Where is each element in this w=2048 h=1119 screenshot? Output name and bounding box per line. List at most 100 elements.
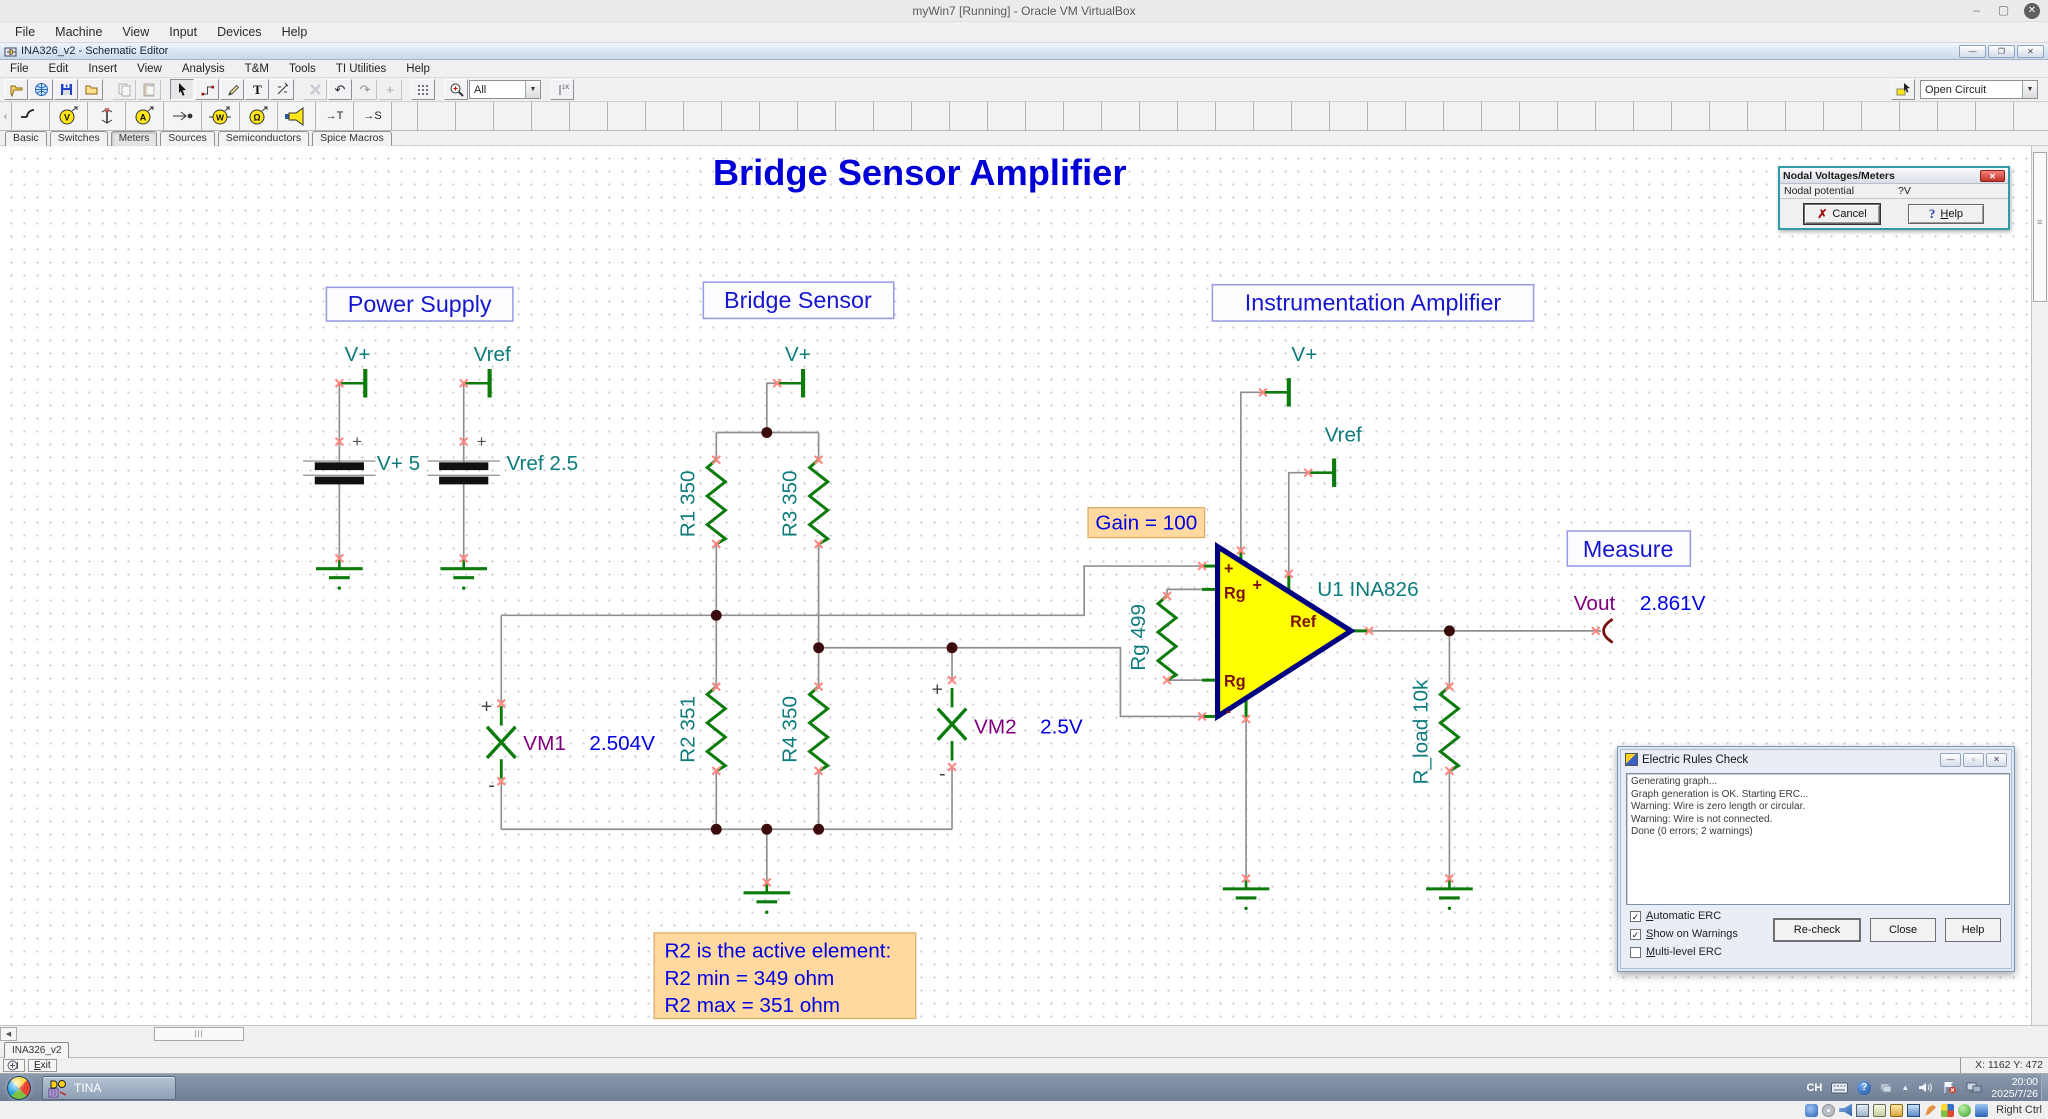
vbox-minimize-button[interactable]: – [1973,2,1980,17]
label-vm2[interactable]: VM2 [974,715,1017,738]
scroll-left-arrow-icon[interactable]: ◀ [0,1027,17,1041]
label-rg[interactable]: Rg 499 [1127,604,1150,671]
wattmeter-component-button[interactable]: W [202,102,240,130]
recheck-button[interactable]: Re-check [1773,918,1861,942]
vbox-menu-input[interactable]: Input [169,25,198,39]
label-amp-vplus[interactable]: V+ [1291,343,1317,366]
ground-symbol[interactable] [314,556,365,592]
resistor-r2[interactable] [704,685,729,773]
keyboard-icon[interactable] [1831,1082,1849,1094]
taskbar-clock[interactable]: 20:00 2025/7/26 [1991,1076,2040,1100]
ground-symbol[interactable] [741,880,792,916]
copy-button[interactable] [112,79,136,100]
tray-window-icon[interactable] [1880,1083,1892,1093]
save-button[interactable] [54,79,78,100]
dropdown-arrow-icon[interactable]: ▼ [2022,81,2037,98]
amp-vref-jumper[interactable] [1308,458,1334,487]
gain-note[interactable]: Gain = 100 [1087,507,1206,539]
tab-sources[interactable]: Sources [160,131,215,146]
ammeter-component-button[interactable]: A [126,102,164,130]
ground-symbol[interactable] [1424,876,1475,912]
value-vout[interactable]: 2.861V [1640,592,1706,615]
ohmmeter-component-button[interactable]: Ω [240,102,278,130]
voltage-source-vref[interactable]: + [427,432,500,485]
zoom-button[interactable] [444,79,468,100]
vbox-menu-machine[interactable]: Machine [55,25,103,39]
erc-log[interactable]: Generating graph... Graph generation is … [1626,773,2010,905]
label-vm1[interactable]: VM1 [523,732,566,755]
label-r3[interactable]: R3 350 [779,470,802,537]
select-tool-button[interactable] [170,79,194,100]
vout-terminal[interactable] [1602,618,1614,644]
network-icon[interactable] [1966,1081,1982,1094]
section-label-instrumentation-amplifier[interactable]: Instrumentation Amplifier [1211,283,1535,322]
section-label-bridge-sensor[interactable]: Bridge Sensor [702,281,895,320]
ground-symbol[interactable] [1221,876,1271,912]
vref-jumper[interactable] [464,369,490,398]
undo-button[interactable]: ↶ [328,79,352,100]
horizontal-scrollbar[interactable]: ◀ ||| [0,1025,2048,1041]
delete-button[interactable] [303,79,327,100]
tm-voltage-arrow-button[interactable]: →T [316,102,354,130]
help-button[interactable]: ? Help [1908,204,1984,224]
action-center-flag-icon[interactable] [1942,1081,1957,1094]
interactive-mode-button[interactable] [1891,79,1915,100]
schematic-title[interactable]: Bridge Sensor Amplifier [713,152,1127,193]
tab-basic[interactable]: Basic [5,131,47,146]
oscilloscope-component-button[interactable] [278,102,316,130]
tab-meters[interactable]: Meters [110,131,158,146]
vbox-menu-file[interactable]: File [15,25,36,39]
tina-restore-button[interactable]: ❐ [1988,44,2015,58]
vertical-scrollbar[interactable] [2031,146,2048,1025]
open-file-button[interactable] [4,79,28,100]
section-label-measure[interactable]: Measure [1566,530,1692,567]
checkbox-automatic-erc[interactable]: ✓ Automatic ERC [1630,910,1722,922]
voltage-pin-component-button[interactable] [88,102,126,130]
tina-close-button[interactable]: ✕ [2017,44,2044,58]
open-macro-button[interactable] [79,79,103,100]
erc-dialog[interactable]: Electric Rules Check — ▫ ✕ Generating gr… [1617,746,2015,972]
opamp-u1-ina826[interactable]: + Rg + Ref Rg - [1202,541,1371,722]
menu-file[interactable]: File [10,62,29,75]
menu-help[interactable]: Help [406,62,430,75]
tab-switches[interactable]: Switches [49,131,108,146]
checkbox-show-on-warnings[interactable]: ✓ Show on Warnings [1630,928,1738,940]
schematic-canvas[interactable]: Bridge Sensor Amplifier Power Supply Bri… [0,146,2048,1025]
vbox-maximize-button[interactable]: ▢ [1997,2,2010,17]
label-u1[interactable]: U1 INA826 [1317,578,1418,601]
resistor-r1[interactable] [704,458,729,546]
value-vm2[interactable]: 2.5V [1040,715,1083,738]
menu-view[interactable]: View [137,62,162,75]
label-r1[interactable]: R1 350 [676,470,699,537]
current-arrow-component-button[interactable] [164,102,202,130]
menu-edit[interactable]: Edit [48,62,69,75]
wire-tool-button[interactable] [195,79,219,100]
nodal-voltages-dialog[interactable]: Nodal Voltages/Meters ✕ Nodal potential … [1778,166,2010,230]
resistor-r4[interactable] [807,685,831,773]
vbox-close-button[interactable]: ✕ [2024,3,2040,19]
label-battery-vref[interactable]: Vref 2.5 [506,452,578,475]
checkbox-multi-level-erc[interactable]: Multi-level ERC [1630,946,1722,958]
grid-toggle-button[interactable] [411,79,435,100]
erc-dialog-titlebar[interactable]: Electric Rules Check — ▫ ✕ [1621,750,2011,769]
amp-vplus-jumper[interactable] [1263,378,1289,407]
zoom-level-select[interactable]: All ▼ [469,80,541,99]
pen-tool-button[interactable] [220,79,244,100]
minimize-icon[interactable]: — [1940,752,1961,767]
resistor-r3[interactable] [807,458,831,546]
scroll-left-icon[interactable]: ‹ [0,102,12,130]
ground-symbol[interactable] [438,556,489,592]
label-ps-vref[interactable]: Vref [474,343,511,366]
menu-ti-utilities[interactable]: TI Utilities [335,62,387,75]
show-desktop-button[interactable] [2041,1074,2048,1101]
redo-button[interactable]: ↷ [353,79,377,100]
label-r2[interactable]: R2 351 [676,696,699,763]
menu-analysis[interactable]: Analysis [181,62,225,75]
taskbar-app-tina[interactable]: TINA [42,1075,176,1100]
tab-spice-macros[interactable]: Spice Macros [312,131,392,146]
menu-tools[interactable]: Tools [288,62,316,75]
label-amp-vref[interactable]: Vref [1325,424,1362,447]
tina-titlebar[interactable]: INA326_v2 - Schematic Editor — ❐ ✕ [0,43,2048,60]
voltage-source-vplus[interactable]: + [303,432,376,485]
dropdown-arrow-icon[interactable]: ▼ [525,81,540,98]
